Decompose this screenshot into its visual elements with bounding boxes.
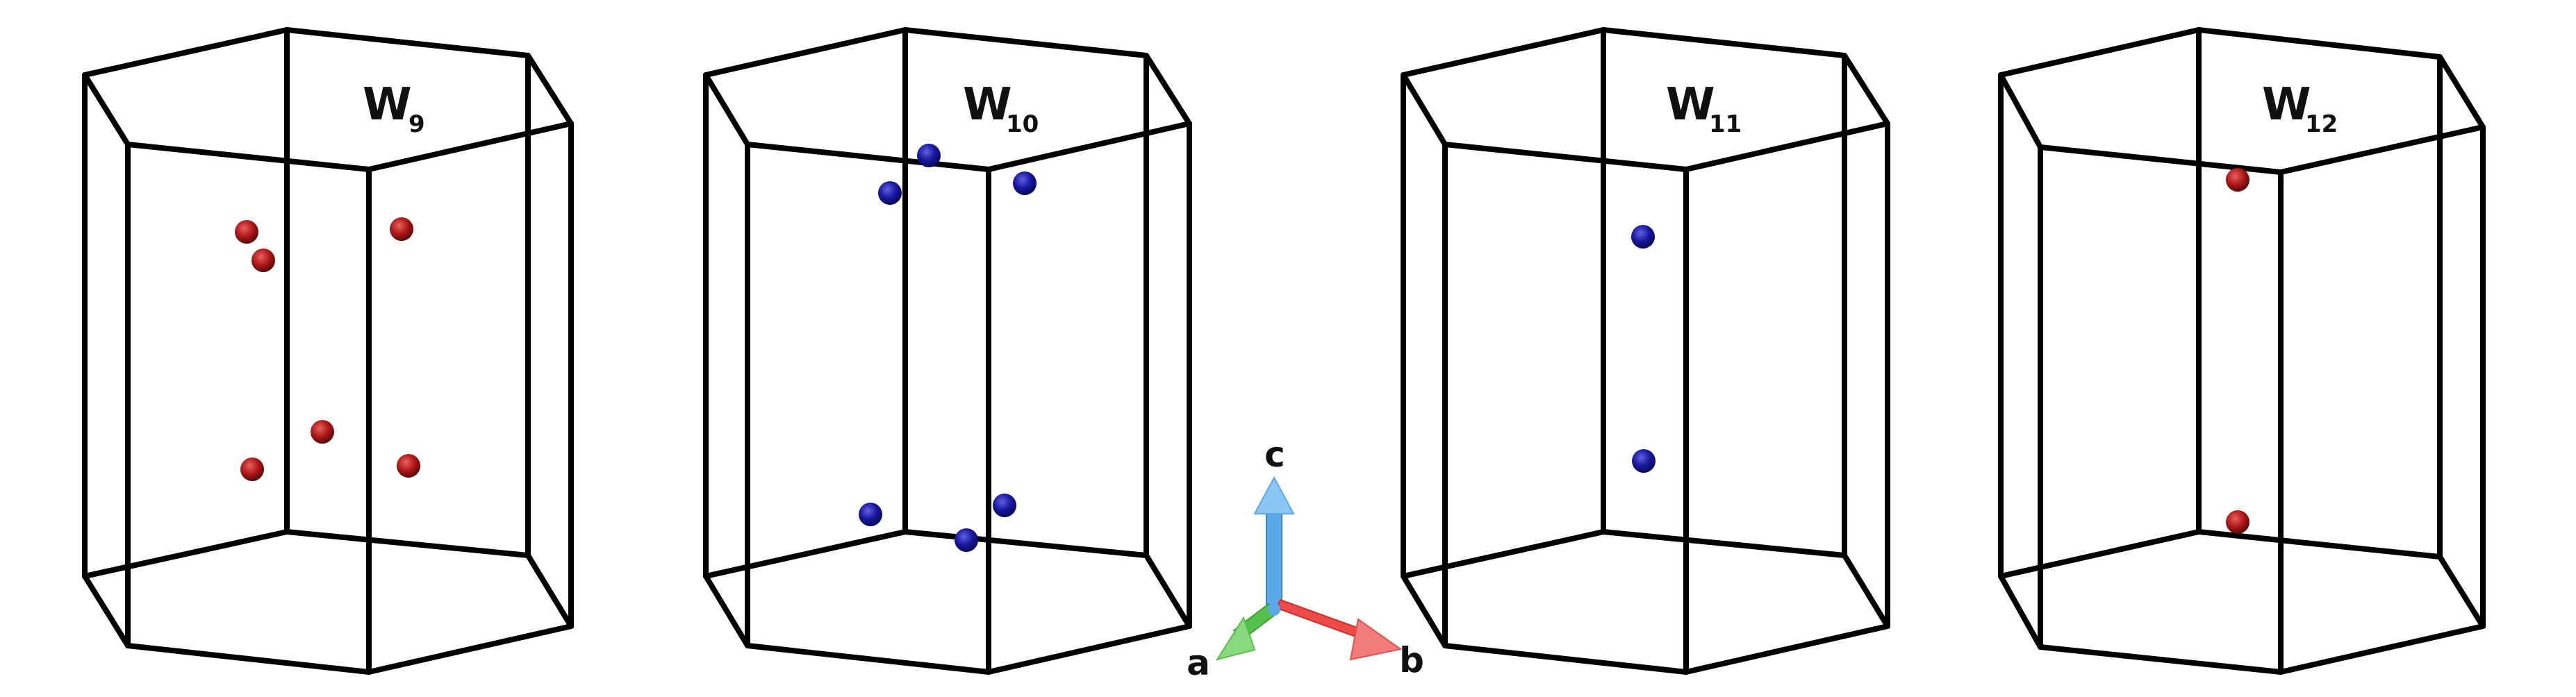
panel-label-main: W [363, 79, 412, 131]
panel-label-subscript: 11 [1709, 110, 1742, 138]
axes-triad: c b a [1187, 435, 1424, 683]
panel-label-main: W [1666, 79, 1715, 131]
panel-w9: W 9 [82, 27, 574, 675]
atom-group-w11 [1631, 225, 1656, 473]
atom-sphere [235, 220, 258, 244]
axis-c-arrow [1253, 476, 1295, 607]
panel-label-subscript: 10 [1006, 110, 1039, 138]
panel-label-subscript: 12 [2305, 110, 2338, 138]
atom-sphere [993, 494, 1016, 517]
atom-sphere [397, 454, 420, 478]
axis-c-label: c [1264, 435, 1285, 475]
panel-label-subscript: 9 [408, 110, 425, 138]
atom-sphere [240, 457, 264, 481]
axis-a-label: a [1187, 643, 1210, 683]
hexagonal-prism-wireframe [1998, 27, 2486, 675]
axes-origin [1268, 603, 1280, 616]
hexagonal-prism-wireframe [82, 27, 574, 675]
atom-sphere [2226, 168, 2249, 192]
panel-label-w11: W 11 [1666, 79, 1742, 138]
panel-label-w10: W 10 [963, 79, 1039, 138]
panel-w11: W 11 [1401, 27, 1890, 675]
axis-a-arrow [1215, 603, 1280, 661]
atom-sphere [1632, 449, 1656, 473]
atom-sphere [2226, 510, 2249, 534]
axis-b-arrow [1275, 598, 1403, 661]
atom-sphere [311, 420, 334, 444]
panel-label-w9: W 9 [363, 79, 425, 138]
atom-sphere [917, 144, 941, 167]
panel-label-main: W [2262, 79, 2311, 131]
panel-w10: W 10 [703, 27, 1192, 675]
panel-w12: W 12 [1998, 27, 2486, 675]
hexagonal-prism-wireframe [703, 27, 1192, 675]
atom-sphere [955, 528, 978, 552]
atom-sphere [390, 217, 413, 241]
atom-group-w12 [2226, 168, 2249, 534]
panel-label-main: W [963, 79, 1012, 131]
hexagonal-prism-wireframe [1401, 27, 1890, 675]
atom-sphere [878, 181, 902, 205]
panel-label-w12: W 12 [2262, 79, 2338, 138]
atom-group-w10 [859, 144, 1037, 552]
atom-sphere [251, 249, 275, 272]
atom-sphere [1631, 225, 1655, 249]
axis-b-label: b [1399, 640, 1424, 680]
atom-sphere [859, 503, 882, 526]
atom-group-w9 [235, 217, 420, 481]
atom-sphere [1013, 171, 1037, 195]
